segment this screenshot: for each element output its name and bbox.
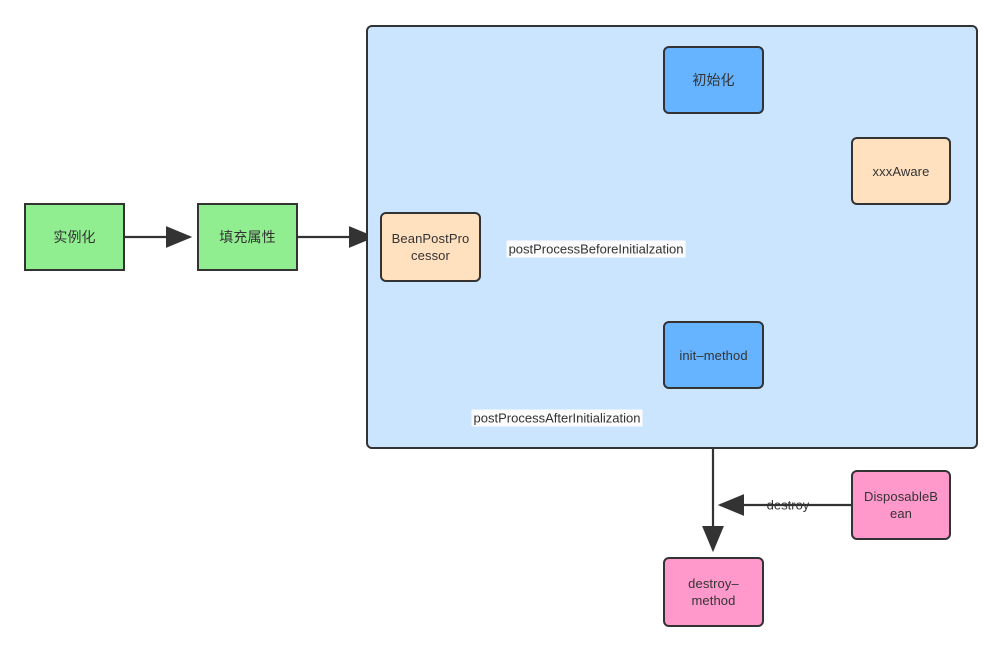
node-disposable-bean-label: DisposableB ean (863, 489, 939, 521)
edge-label-post-process-before-initialization: postProcessBeforeInitialzation (506, 240, 686, 258)
node-init-method-label: init–method (679, 347, 748, 363)
node-destroy-method[interactable]: destroy– method (663, 557, 764, 627)
node-bean-post-processor-label: BeanPostPro cessor (391, 231, 470, 263)
node-instantiate[interactable]: 实例化 (24, 203, 125, 271)
edge-label-post-process-after-initialization: postProcessAfterInitialization (471, 409, 643, 427)
node-instantiate-label: 实例化 (53, 228, 96, 245)
node-disposable-bean[interactable]: DisposableB ean (851, 470, 951, 540)
edge-label-destroy: destroy (766, 497, 810, 513)
node-populate-properties[interactable]: 填充属性 (197, 203, 298, 271)
node-bean-post-processor[interactable]: BeanPostPro cessor (380, 212, 481, 282)
node-populate-properties-label: 填充属性 (219, 228, 276, 245)
node-init-method[interactable]: init–method (663, 321, 764, 389)
node-xxx-aware[interactable]: xxxAware (851, 137, 951, 205)
node-initialization[interactable]: 初始化 (663, 46, 764, 114)
node-xxx-aware-label: xxxAware (872, 163, 930, 179)
node-destroy-method-label: destroy– method (688, 576, 739, 608)
node-initialization-label: 初始化 (692, 71, 735, 88)
